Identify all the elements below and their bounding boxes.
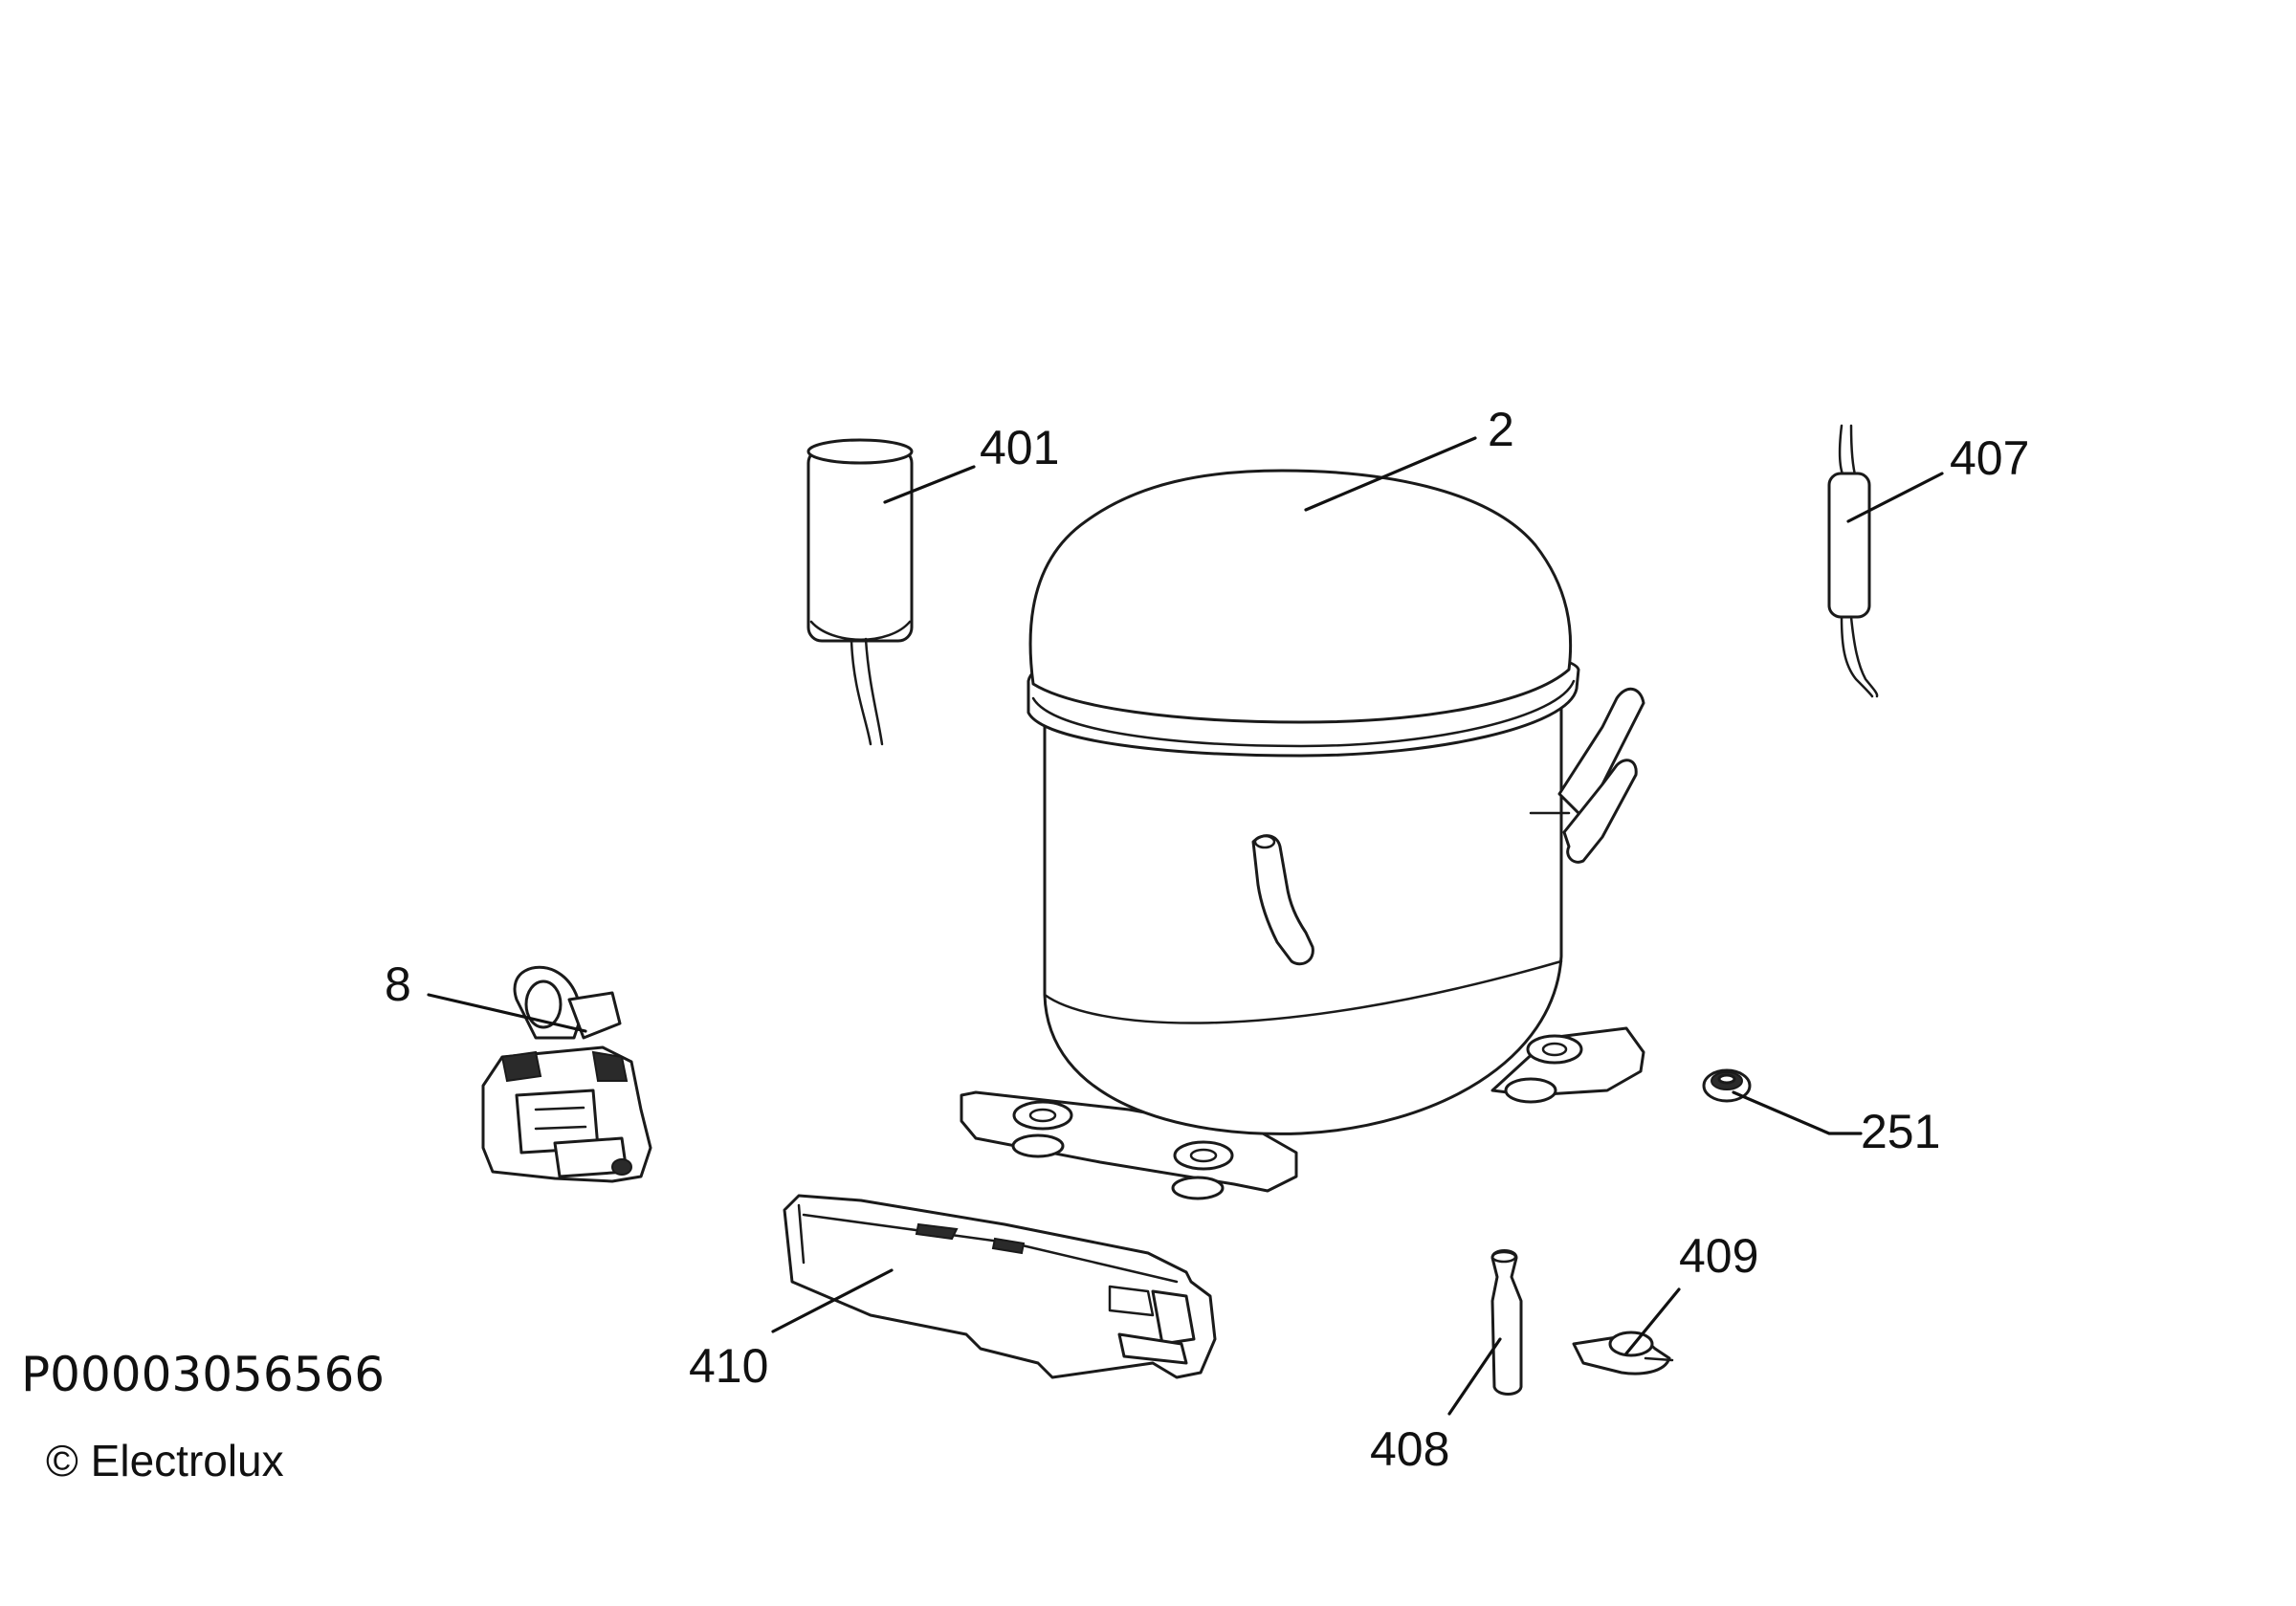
relay-part: [481, 965, 652, 1183]
capacitor-part: [806, 438, 914, 746]
leader-line-408: [1447, 1337, 1502, 1416]
thermal-protector-part: [1827, 424, 1879, 698]
callout-8: 8: [385, 957, 411, 1011]
copyright-notice: © Electrolux: [46, 1436, 284, 1485]
callout-251: 251: [1861, 1105, 1940, 1158]
callout-labels: 2 401 407 8 251 410 408 409: [385, 403, 2029, 1476]
leader-line-410: [771, 1268, 894, 1333]
leader-lines: [427, 436, 1944, 1416]
leader-line-407: [1846, 472, 1944, 523]
callout-2: 2: [1488, 403, 1514, 456]
callout-401: 401: [980, 421, 1059, 474]
leader-line-8: [427, 993, 587, 1033]
screw-part: [1572, 1331, 1674, 1375]
callout-408: 408: [1370, 1422, 1449, 1476]
document-id: P00003056566: [21, 1347, 386, 1402]
leader-line-251: [1732, 1090, 1863, 1135]
callout-410: 410: [689, 1339, 768, 1393]
leader-line-401: [883, 465, 976, 504]
leader-line-2: [1304, 436, 1477, 512]
leader-line-409: [1624, 1287, 1681, 1355]
compressor-part: [960, 469, 1645, 1200]
callout-409: 409: [1679, 1229, 1758, 1283]
cover-part: [783, 1194, 1217, 1379]
callout-407: 407: [1950, 431, 2029, 485]
clip-part: [1490, 1249, 1523, 1396]
